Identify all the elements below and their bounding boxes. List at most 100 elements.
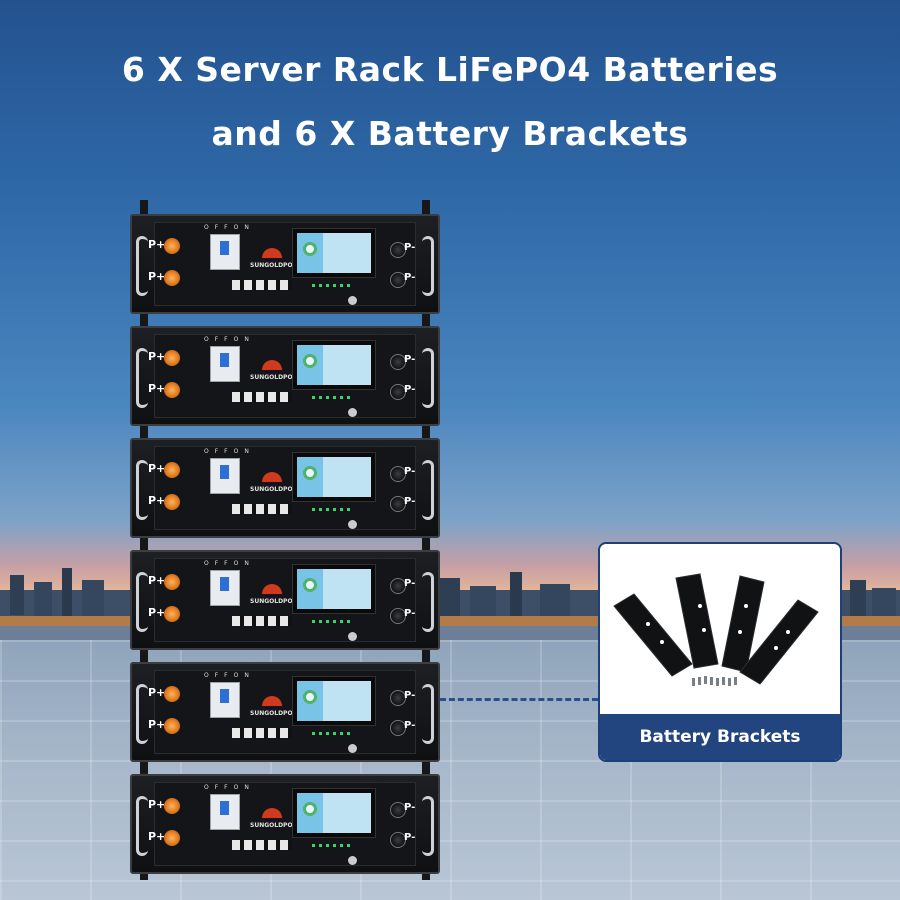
negative-terminal-label: P- <box>404 466 416 477</box>
battery-module: P+ P+ OFFON SUNGOLDPOWER P- P- <box>130 774 440 874</box>
negative-terminal-label: P- <box>404 608 416 619</box>
brand-logo: SUNGOLDPOWER <box>250 598 308 605</box>
switch-labels: OFFON <box>204 672 255 679</box>
lcd-screen <box>292 340 376 390</box>
status-leds <box>312 844 352 847</box>
positive-terminal-label: P+ <box>148 798 166 811</box>
breaker-switch <box>210 682 240 718</box>
handle-left <box>136 460 148 520</box>
sun-logo-icon <box>262 696 282 706</box>
positive-terminal <box>164 494 180 510</box>
positive-terminal <box>164 830 180 846</box>
positive-terminal <box>164 686 180 702</box>
negative-terminal <box>390 466 406 482</box>
negative-terminal-label: P- <box>404 720 416 731</box>
breaker-switch <box>210 346 240 382</box>
switch-labels: OFFON <box>204 224 255 231</box>
comm-ports <box>232 392 292 402</box>
comm-ports <box>232 616 292 626</box>
handle-left <box>136 236 148 296</box>
battery-module: P+ P+ OFFON SUNGOLDPOWER P- P- <box>130 662 440 762</box>
handle-right <box>422 348 434 408</box>
positive-terminal-label: P+ <box>148 350 166 363</box>
negative-terminal-label: P- <box>404 832 416 843</box>
rack-rail-right <box>422 200 430 880</box>
brand-logo: SUNGOLDPOWER <box>250 262 308 269</box>
negative-terminal <box>390 242 406 258</box>
power-button-icon <box>348 856 357 865</box>
negative-terminal-label: P- <box>404 384 416 395</box>
comm-ports <box>232 840 292 850</box>
handle-right <box>422 684 434 744</box>
breaker-switch <box>210 794 240 830</box>
breaker-switch <box>210 458 240 494</box>
negative-terminal <box>390 832 406 848</box>
negative-terminal <box>390 720 406 736</box>
headline-line-1: 6 X Server Rack LiFePO4 Batteries <box>121 50 779 89</box>
positive-terminal <box>164 350 180 366</box>
switch-labels: OFFON <box>204 560 255 567</box>
positive-terminal-label: P+ <box>148 718 166 731</box>
sun-logo-icon <box>262 472 282 482</box>
positive-terminal <box>164 606 180 622</box>
negative-terminal-label: P- <box>404 496 416 507</box>
switch-labels: OFFON <box>204 784 255 791</box>
negative-terminal-label: P- <box>404 578 416 589</box>
power-button-icon <box>348 520 357 529</box>
comm-ports <box>232 728 292 738</box>
battery-module: P+ P+ OFFON SUNGOLDPOWER P- P- <box>130 550 440 650</box>
negative-terminal <box>390 354 406 370</box>
positive-terminal <box>164 382 180 398</box>
lcd-screen <box>292 564 376 614</box>
battery-module: P+ P+ OFFON SUNGOLDPOWER P- P- <box>130 326 440 426</box>
handle-left <box>136 796 148 856</box>
sun-logo-icon <box>262 360 282 370</box>
negative-terminal <box>390 578 406 594</box>
positive-terminal <box>164 462 180 478</box>
status-leds <box>312 396 352 399</box>
sun-logo-icon <box>262 584 282 594</box>
positive-terminal-label: P+ <box>148 238 166 251</box>
positive-terminal-label: P+ <box>148 270 166 283</box>
switch-labels: OFFON <box>204 448 255 455</box>
handle-right <box>422 460 434 520</box>
positive-terminal-label: P+ <box>148 462 166 475</box>
brand-logo: SUNGOLDPOWER <box>250 486 308 493</box>
handle-left <box>136 684 148 744</box>
handle-left <box>136 572 148 632</box>
handle-right <box>422 236 434 296</box>
lcd-screen <box>292 676 376 726</box>
negative-terminal <box>390 608 406 624</box>
sun-logo-icon <box>262 248 282 258</box>
breaker-switch <box>210 234 240 270</box>
brand-logo: SUNGOLDPOWER <box>250 822 308 829</box>
handle-right <box>422 796 434 856</box>
comm-ports <box>232 504 292 514</box>
brackets-label: Battery Brackets <box>600 714 840 760</box>
lcd-screen <box>292 228 376 278</box>
negative-terminal <box>390 384 406 400</box>
negative-terminal-label: P- <box>404 272 416 283</box>
negative-terminal-label: P- <box>404 242 416 253</box>
battery-module: P+ P+ OFFON SUNGOLDPOWER P- P- <box>130 214 440 314</box>
status-leds <box>312 732 352 735</box>
positive-terminal-label: P+ <box>148 686 166 699</box>
headline-line-2: and 6 X Battery Brackets <box>211 114 689 153</box>
battery-module: P+ P+ OFFON SUNGOLDPOWER P- P- <box>130 438 440 538</box>
negative-terminal <box>390 272 406 288</box>
handle-left <box>136 348 148 408</box>
switch-labels: OFFON <box>204 336 255 343</box>
power-button-icon <box>348 632 357 641</box>
battery-stack: P+ P+ OFFON SUNGOLDPOWER P- P- P+ P+ OFF… <box>130 200 442 880</box>
negative-terminal-label: P- <box>404 690 416 701</box>
negative-terminal <box>390 496 406 512</box>
positive-terminal <box>164 718 180 734</box>
brand-logo: SUNGOLDPOWER <box>250 710 308 717</box>
positive-terminal <box>164 238 180 254</box>
positive-terminal <box>164 270 180 286</box>
positive-terminal-label: P+ <box>148 606 166 619</box>
positive-terminal-label: P+ <box>148 382 166 395</box>
comm-ports <box>232 280 292 290</box>
positive-terminal <box>164 574 180 590</box>
